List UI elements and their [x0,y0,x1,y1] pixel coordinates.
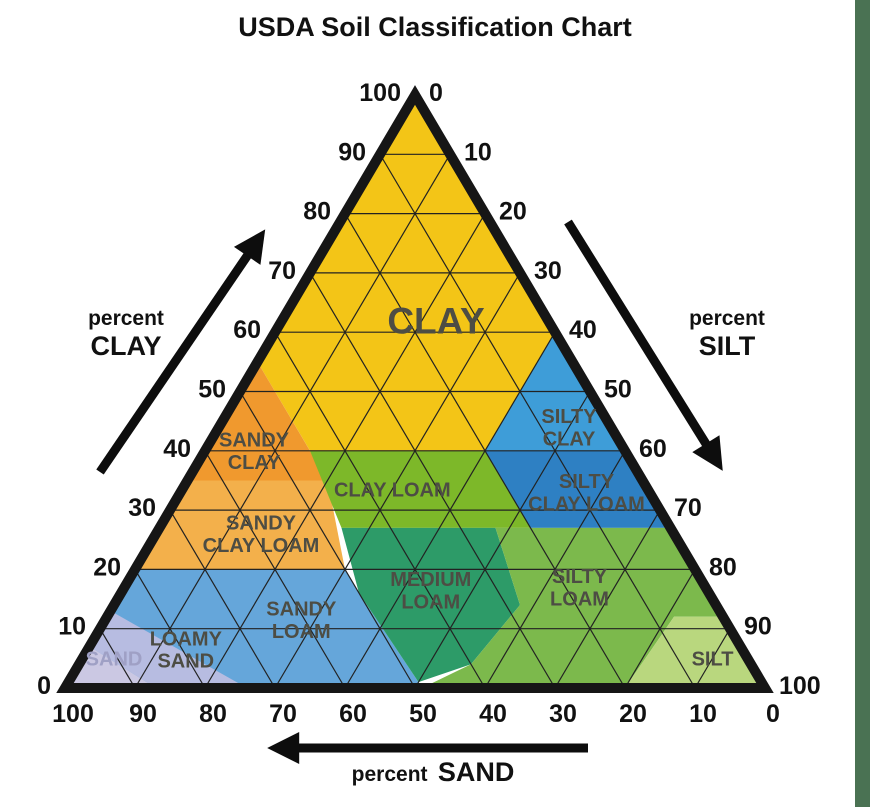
region-label-silty-clay: SILTY [541,406,597,428]
sand-axis-title: percent SAND [283,757,583,788]
clay-tick: 50 [198,376,226,404]
region-label-medium-loam: MEDIUM [390,569,471,591]
region-label-silty-clay-loam: SILTY [559,471,615,493]
silt-tick: 0 [429,79,443,107]
region-sandy-clay-loam [135,480,345,570]
silt-tick: 90 [744,613,772,641]
grid-line [169,509,276,689]
grid-line [694,628,731,689]
right-edge-strip [855,0,870,807]
clay-tick: 40 [163,435,191,463]
sand-tick: 30 [549,700,577,728]
sand-tick: 80 [199,700,227,728]
sand-tick: 10 [689,700,717,728]
sand-tick: 70 [269,700,297,728]
silt-tick: 50 [604,376,632,404]
triangle-border [56,85,774,693]
grid-line [624,569,696,689]
region-label-silty-clay-loam: CLAY LOAM [528,494,645,516]
silt-tick: 60 [639,435,667,463]
grid-line [414,391,591,689]
region-label-sandy-clay-loam: CLAY LOAM [203,535,320,557]
silt-tick: 70 [674,494,702,522]
clay-tick: 30 [128,494,156,522]
page-title: USDA Soil Classification Chart [238,12,632,42]
region-label-silty-loam: SILTY [552,566,608,588]
silt-tick: 20 [499,198,527,226]
region-label-loamy-sand: SAND [157,651,214,673]
clay-tick: 100 [359,79,401,107]
clay-axis-arrow [96,229,266,475]
region-label-silty-loam: LOAM [550,588,609,610]
region-label-medium-loam: LOAM [401,591,460,613]
clay-tick: 70 [268,257,296,285]
region-label-sandy-clay-loam: SANDY [226,513,297,535]
grid-line [554,509,661,689]
grid-line [134,569,206,689]
clay-axis-title: percent CLAY [66,307,186,362]
silt-tick: 30 [534,257,562,285]
region-label-sand: SAND [86,648,143,670]
silt-tick: 10 [464,138,492,166]
sand-axis-title-big: SAND [437,757,515,787]
silt-tick: 40 [569,316,597,344]
region-label-sandy-clay: CLAY [228,452,281,474]
grid-line [134,153,451,689]
region-label-sandy-clay: SANDY [219,430,290,452]
silt-tick: 100 [779,672,821,700]
grid-line [274,272,521,689]
clay-tick: 60 [233,316,261,344]
silt-tick: 80 [709,553,737,581]
silt-axis-title-small: percent [689,307,765,330]
clay-axis-title-small: percent [88,307,164,330]
grid-line [484,450,626,689]
region-clay-loam [310,450,531,528]
silt-axis-arrow [564,219,723,471]
clay-tick: 10 [58,613,86,641]
grid-line [204,450,346,689]
region-label-silty-clay: CLAY [543,428,596,450]
silt-axis-title-big: SILT [698,331,756,362]
sand-tick: 50 [409,700,437,728]
sand-tick: 40 [479,700,507,728]
region-label-loamy-sand: LOAMY [150,628,223,650]
grid-line [379,153,696,689]
sand-tick: 90 [129,700,157,728]
clay-axis-title-big: CLAY [90,331,162,362]
sand-tick: 100 [52,700,94,728]
region-label-sandy-loam: SANDY [266,599,337,621]
region-loamy-sand [89,610,247,688]
sand-tick: 20 [619,700,647,728]
grid-line [309,272,556,689]
grid-line [99,628,136,689]
sand-axis-title-small: percent [351,763,428,786]
sand-tick: 0 [766,700,780,728]
region-label-clay: CLAY [387,300,485,341]
clay-tick: 90 [338,138,366,166]
clay-tick: 20 [93,553,121,581]
region-silty-loam [422,527,723,688]
sand-tick: 60 [339,700,367,728]
region-medium-loam [341,527,520,683]
grid-line [239,391,416,689]
clay-tick: 80 [303,198,331,226]
region-label-clay-loam: CLAY LOAM [334,479,451,501]
silt-axis-title: percent SILT [667,307,787,362]
region-label-sandy-loam: LOAM [272,621,331,643]
region-label-silt: SILT [692,648,734,670]
clay-tick: 0 [37,672,51,700]
